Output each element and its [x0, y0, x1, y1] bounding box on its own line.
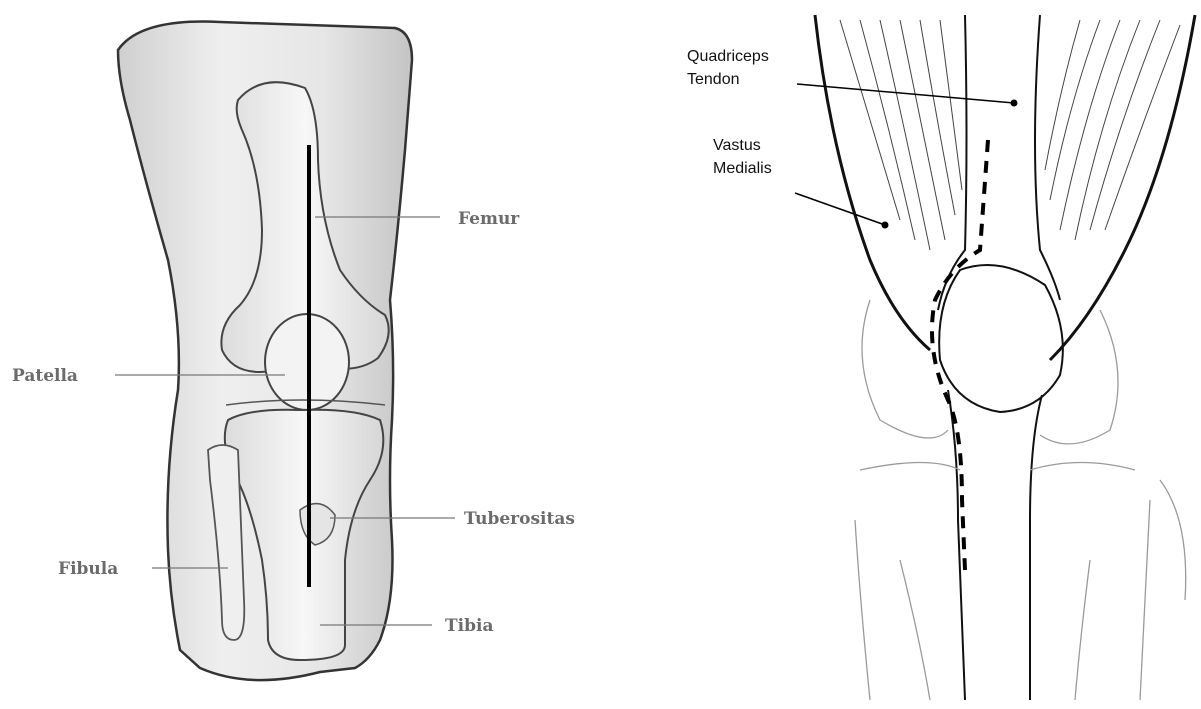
vastus-label-line2: Medialis	[713, 160, 772, 177]
femur-label: Femur	[458, 209, 520, 229]
patellar-tendon-right	[1030, 395, 1042, 700]
right-knee-soft-tissue-illustration: Quadriceps Tendon Vastus Medialis	[687, 15, 1195, 700]
quadriceps-label-line2: Tendon	[687, 71, 740, 88]
vastus-medialis-leader	[795, 193, 885, 225]
patella-label: Patella	[12, 366, 78, 386]
quadriceps-label-line1: Quadriceps	[687, 48, 769, 65]
patella-outline	[939, 265, 1063, 412]
vastus-lateralis-fibers	[1045, 20, 1180, 240]
vastus-label-line1: Vastus	[713, 137, 761, 154]
fibula-label: Fibula	[58, 559, 118, 579]
quadriceps-tendon-leader	[797, 84, 1014, 103]
tibia-label: Tibia	[445, 616, 493, 636]
tuberositas-label: Tuberositas	[464, 509, 575, 529]
quadriceps-tendon-pointer-dot	[1011, 100, 1018, 107]
vastus-medialis-pointer-dot	[882, 222, 889, 229]
underlying-bone-outlines	[855, 300, 1186, 700]
left-knee-bones-illustration: Femur Patella Tuberositas Fibula Tibia	[12, 22, 575, 681]
